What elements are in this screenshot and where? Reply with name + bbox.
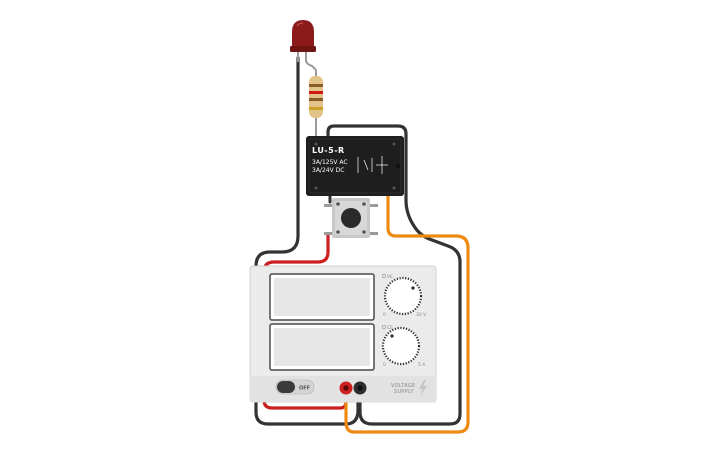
led[interactable] <box>290 20 317 71</box>
relay-model-label: LU-5-R <box>312 146 345 155</box>
led-highlight <box>296 22 304 27</box>
resistor-band-4 <box>309 107 323 110</box>
button-corner-2 <box>362 202 366 206</box>
button-corner-4 <box>362 230 366 234</box>
current-indicator-icon <box>381 324 387 330</box>
psu-current-display <box>274 328 370 366</box>
resistor-band-1 <box>309 84 323 87</box>
relay-pin-1[interactable] <box>314 186 318 190</box>
positive-terminal-hole <box>343 385 349 391</box>
button-lead-tr <box>370 204 378 207</box>
current-knob-min: 0 <box>383 362 386 368</box>
relay-pin-4[interactable] <box>392 142 396 146</box>
negative-terminal-hole <box>357 385 363 391</box>
resistor-band-2 <box>309 91 323 94</box>
resistor-band-3 <box>309 98 323 101</box>
button-lead-br <box>370 232 378 235</box>
led-anode-lead <box>305 50 317 71</box>
voltage-knob-pointer <box>411 286 415 290</box>
resistor[interactable] <box>309 70 323 126</box>
current-indicator-label: CE <box>387 325 393 331</box>
relay-rating-dc: 3A/24V DC <box>312 167 344 174</box>
bolt-icon <box>419 380 427 396</box>
current-knob-max: 5 A <box>418 362 426 368</box>
relay-inner-edge <box>308 138 402 194</box>
voltage-indicator-label: VE <box>387 274 393 280</box>
relay-pin-5[interactable] <box>395 163 401 169</box>
relay-rating-ac: 3A/125V AC <box>312 159 348 166</box>
button-lead-bl <box>324 232 332 235</box>
relay-pin-3[interactable] <box>314 142 318 146</box>
voltage-knob-max: 30 V <box>416 312 427 318</box>
psu-voltage-display <box>274 278 370 316</box>
led-base <box>290 46 316 52</box>
pushbutton[interactable] <box>324 198 378 238</box>
button-cap[interactable] <box>341 208 361 228</box>
relay[interactable]: LU-5-R 3A/125V AC 3A/24V DC <box>306 136 404 196</box>
relay-pin-2[interactable] <box>392 186 396 190</box>
button-lead-tl <box>324 204 332 207</box>
voltage-indicator-icon <box>381 273 387 279</box>
button-corner-1 <box>336 202 340 206</box>
power-switch-thumb <box>277 381 295 393</box>
led-body <box>292 20 314 48</box>
resistor-body <box>309 76 323 118</box>
power-switch-label: OFF <box>299 386 310 392</box>
relay-schematic-symbol <box>357 156 388 174</box>
psu-brand-line2: SUPPLY <box>394 389 414 395</box>
voltage-knob-min: 0 <box>383 312 386 318</box>
current-knob-pointer <box>390 334 394 338</box>
relay-body <box>306 136 404 196</box>
power-supply[interactable]: VE 0 30 V CE 0 5 A OFF VOLTAGE SUPPLY <box>249 265 437 403</box>
wire-relay-to-psu-positive[interactable] <box>344 194 470 434</box>
psu-brand-line1: VOLTAGE <box>391 383 416 389</box>
voltage-knob[interactable] <box>387 280 419 312</box>
button-corner-3 <box>336 230 340 234</box>
current-knob[interactable] <box>385 330 417 362</box>
